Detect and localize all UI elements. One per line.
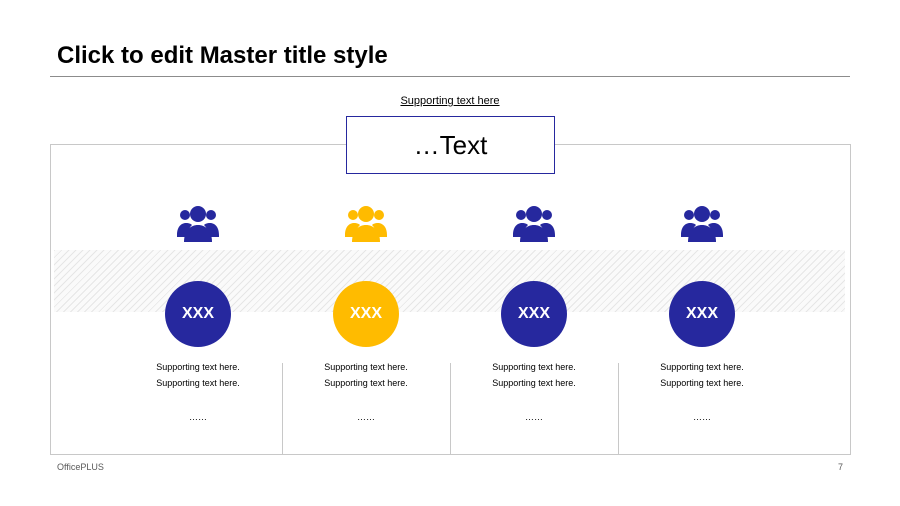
circle-badge[interactable]: XXX [501,281,567,347]
supporting-text-line: Supporting text here. [324,362,408,372]
top-supporting-text[interactable]: Supporting text here [400,95,500,107]
center-text-label: …Text [413,130,488,160]
column-divider [282,363,283,454]
supporting-text-line: Supporting text here. [660,362,744,372]
footer-brand: OfficePLUS [57,462,104,472]
page-number: 7 [837,462,843,472]
supporting-text-line: Supporting text here. [660,378,744,388]
user-group-icon [681,206,723,242]
circle-badge[interactable]: XXX [165,281,231,347]
slide-title[interactable]: Click to edit Master title style [57,42,388,69]
supporting-text-line: Supporting text here. [156,378,240,388]
ellipsis-text: …… [189,412,207,422]
supporting-text-line: Supporting text here. [492,362,576,372]
circle-label: XXX [517,305,550,322]
circle-label: XXX [181,305,214,322]
user-group-icon [177,206,219,242]
supporting-text-line: Supporting text here. [492,378,576,388]
circle-badge[interactable]: XXX [669,281,735,347]
user-group-icon [345,206,387,242]
circle-label: XXX [349,305,382,322]
ellipsis-text: …… [693,412,711,422]
supporting-text-line: Supporting text here. [324,378,408,388]
ellipsis-text: …… [525,412,543,422]
circle-label: XXX [685,305,718,322]
center-text-box[interactable]: …Text [346,116,555,174]
title-divider [50,76,850,77]
circle-badge[interactable]: XXX [333,281,399,347]
ellipsis-text: …… [357,412,375,422]
user-group-icon [513,206,555,242]
supporting-text-line: Supporting text here. [156,362,240,372]
column-divider [618,363,619,454]
column-divider [450,363,451,454]
